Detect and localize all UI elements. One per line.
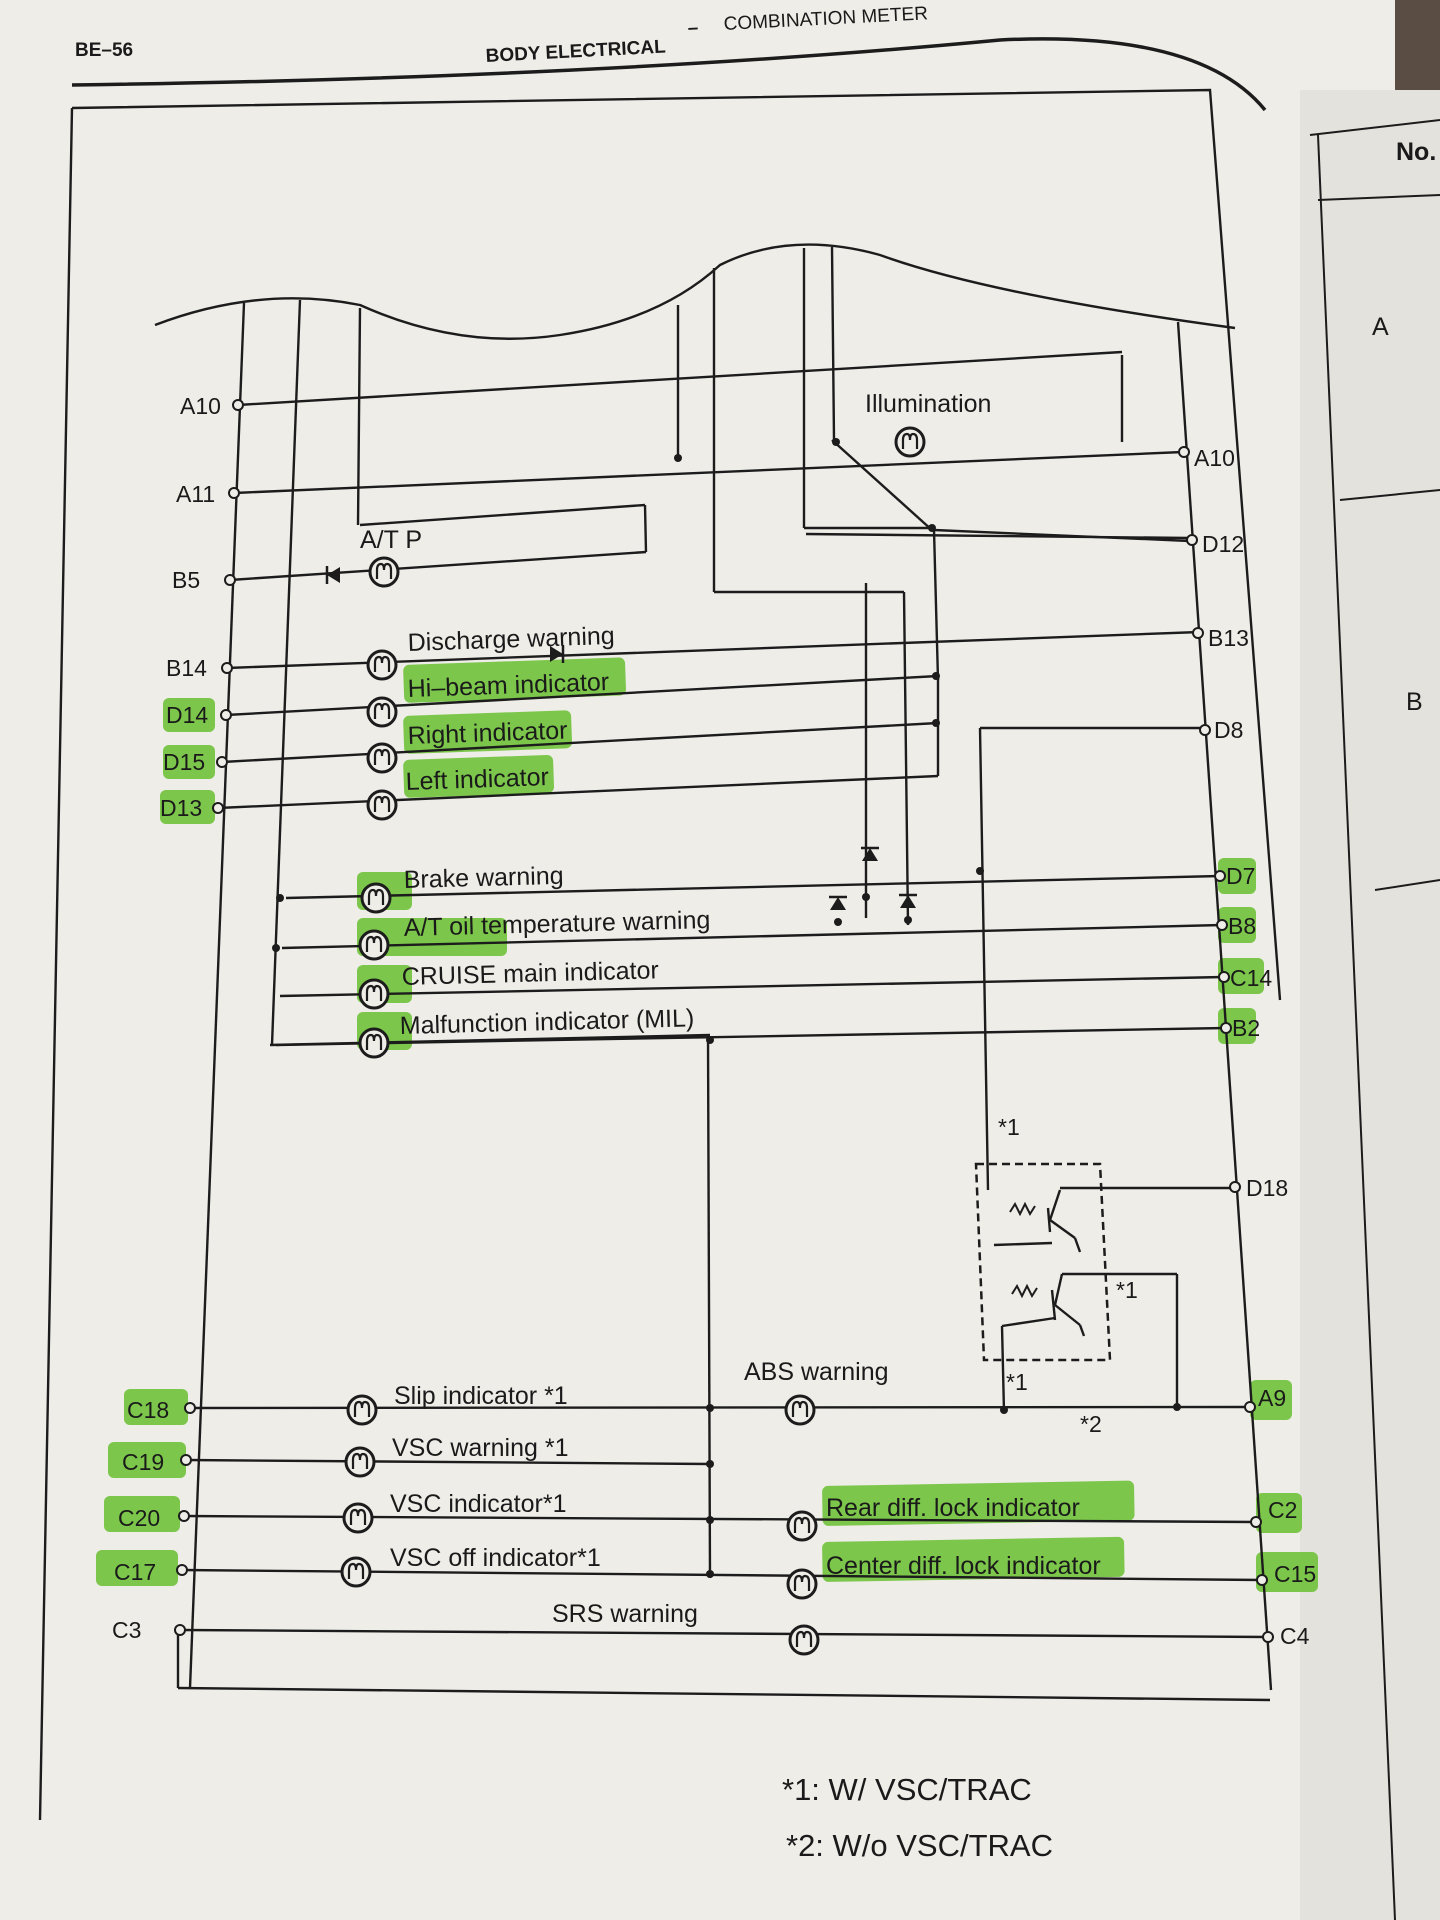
subsection-title: COMBINATION METER [723, 3, 928, 35]
lamp-abs [784, 1394, 816, 1426]
side-row-b: B [1406, 688, 1423, 716]
terminal-c4: C4 [1280, 1623, 1310, 1649]
lamp-centerdiff [786, 1568, 818, 1600]
footnote-2: *2: W/o VSC/TRAC [786, 1828, 1053, 1863]
terminal-c18: C18 [127, 1397, 169, 1423]
header-dash: – [687, 17, 699, 39]
lamp-cruise [358, 978, 390, 1010]
side-table: No. A B [1309, 119, 1440, 1920]
page-header: BE–56 BODY ELECTRICAL – COMBINATION METE… [71, 3, 1267, 112]
terminal-d15: D15 [163, 749, 205, 775]
terminal-d14: D14 [166, 702, 208, 728]
side-row-a: A [1372, 313, 1389, 341]
footnotes: *1: W/ VSC/TRAC *2: W/o VSC/TRAC [782, 1772, 1053, 1863]
vertical-buses [188, 246, 1273, 1691]
terminal-d7: D7 [1226, 863, 1255, 889]
label-reardiff: Rear diff. lock indicator [826, 1494, 1080, 1522]
terminal-c2: C2 [1268, 1497, 1297, 1523]
lamp-left [366, 789, 398, 821]
terminal-d18: D18 [1246, 1175, 1288, 1201]
header-rule [71, 37, 1267, 112]
lamp-right [366, 742, 398, 774]
lamp-atoil [358, 929, 390, 961]
terminal-c19: C19 [122, 1449, 164, 1475]
junctions [272, 438, 1181, 1578]
lamp-discharge [366, 649, 398, 681]
terminal-a10-left: A10 [180, 393, 221, 419]
diode-3 [897, 893, 919, 910]
label-atp: A/T P [360, 526, 422, 554]
marker-box-top: *1 [998, 1114, 1020, 1140]
lamp-brake [360, 882, 392, 914]
lamp-vscind [342, 1502, 374, 1534]
right-terminal-labels: A10 D12 B13 D8 D7 B8 C14 B2 D18 A9 C2 C1… [1194, 445, 1316, 1649]
diagram-frame-left [38, 107, 74, 1821]
terminal-d12: D12 [1202, 531, 1244, 557]
label-left: Left indicator [405, 763, 549, 796]
lamp-hibeam [366, 696, 398, 728]
terminal-c20: C20 [118, 1505, 160, 1531]
label-right: Right indicator [407, 716, 568, 750]
label-mil: Malfunction indicator (MIL) [399, 1004, 694, 1040]
terminal-c15: C15 [1274, 1561, 1316, 1587]
terminal-c3: C3 [112, 1617, 141, 1643]
terminal-b13: B13 [1208, 625, 1249, 651]
lamp-vscwarn [344, 1446, 376, 1478]
label-discharge: Discharge warning [407, 622, 615, 657]
lamp-srs [788, 1624, 820, 1656]
terminal-a9: A9 [1258, 1385, 1286, 1411]
terminal-a11: A11 [176, 481, 215, 507]
section-title: BODY ELECTRICAL [485, 37, 666, 67]
manual-page [0, 0, 1395, 1920]
terminal-d13: D13 [160, 795, 202, 821]
footnote-1: *1: W/ VSC/TRAC [782, 1772, 1032, 1807]
terminal-b14: B14 [166, 655, 207, 681]
adjacent-page [1300, 90, 1440, 1920]
label-abs: ABS warning [744, 1358, 889, 1386]
mid-wires [217, 630, 1227, 1191]
meter-outline [154, 243, 1236, 340]
diode-2 [827, 895, 849, 912]
label-atoil: A/T oil temperature warning [403, 906, 710, 942]
left-terminal-labels: A10 A11 B5 B14 D14 D15 D13 C18 C19 C20 C… [112, 393, 221, 1643]
marker-box-right: *1 [1116, 1277, 1138, 1303]
terminal-b5: B5 [172, 567, 200, 593]
label-illumination: Illumination [865, 390, 991, 418]
terminal-d8: D8 [1214, 717, 1243, 743]
label-cruise: CRUISE main indicator [401, 956, 659, 991]
terminal-c14: C14 [1230, 965, 1272, 991]
diagram-frame [71, 88, 1282, 1001]
lamp-mil [358, 1027, 390, 1059]
label-srs: SRS warning [552, 1600, 698, 1628]
label-slip: Slip indicator *1 [394, 1382, 568, 1410]
lamp-vscoff [340, 1556, 372, 1588]
top-wires [229, 350, 1191, 926]
diode-1 [859, 846, 881, 863]
terminal-b8: B8 [1228, 913, 1256, 939]
marker-box-bottom: *1 [1006, 1369, 1028, 1395]
transistor-module: *1 *1 *1 *2 [974, 1114, 1138, 1437]
page-number: BE–56 [75, 40, 133, 61]
label-vscoff: VSC off indicator*1 [390, 1544, 601, 1572]
lamp-illumination [894, 426, 926, 458]
label-brake: Brake warning [403, 862, 563, 894]
terminal-c17: C17 [114, 1559, 156, 1585]
lamp-atp [368, 556, 400, 588]
label-centerdiff: Center diff. lock indicator [826, 1552, 1101, 1580]
label-vscwarn: VSC warning *1 [392, 1434, 568, 1462]
lamp-labels: Illumination A/T P Discharge warning Hi–… [360, 390, 1101, 1628]
label-hibeam: Hi–beam indicator [407, 668, 609, 703]
marker-a9: *2 [1080, 1411, 1102, 1437]
highlights [96, 657, 1318, 1592]
side-col-header: No. [1396, 138, 1436, 166]
terminal-b2: B2 [1232, 1015, 1260, 1041]
label-vscind: VSC indicator*1 [390, 1490, 566, 1518]
lamp-reardiff [786, 1510, 818, 1542]
terminal-nodes [174, 399, 1274, 1643]
terminal-a10-right: A10 [1194, 445, 1235, 471]
lamp-slip [346, 1394, 378, 1426]
